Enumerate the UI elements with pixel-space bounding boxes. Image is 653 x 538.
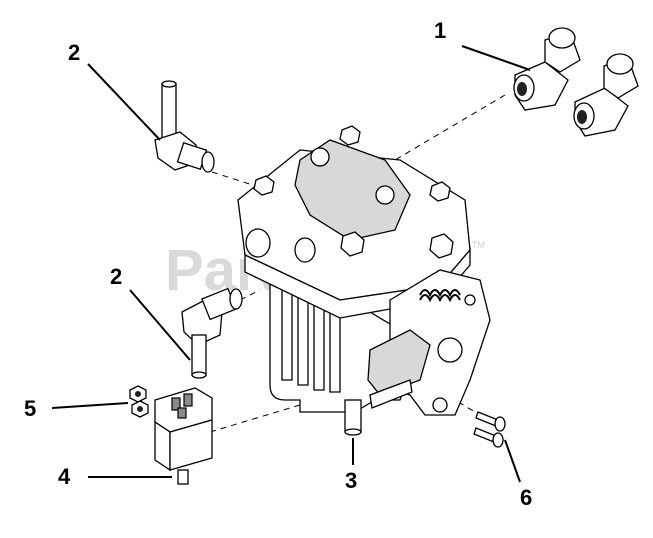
- callout-labels: 1 2 2 3 4 5 6: [24, 18, 532, 510]
- cooling-fins: [281, 281, 341, 393]
- assembly-line-fitting-1: [394, 94, 506, 161]
- callout-6: 6: [520, 485, 532, 510]
- side-port-mid: [294, 237, 316, 263]
- governor-linkage: [367, 269, 491, 416]
- solenoid-switch-4: [154, 387, 213, 485]
- barbed-fitting-2b: [181, 287, 243, 379]
- assembly-line-fitting-2a: [211, 171, 263, 189]
- cover-screw-right: [375, 185, 395, 205]
- linkage-plate: [367, 329, 431, 396]
- leader-6: [504, 439, 521, 483]
- watermark-tm: TM: [472, 240, 485, 250]
- assembly-lines: [209, 94, 506, 433]
- leader-5: [51, 402, 129, 409]
- leader-2a: [87, 63, 161, 141]
- callout-2-lower: 2: [110, 264, 122, 289]
- governor-spring: [419, 289, 461, 303]
- callout-4: 4: [58, 464, 71, 489]
- callout-5: 5: [24, 396, 36, 421]
- elbow-fitting-1b: [573, 53, 639, 137]
- leader-1: [461, 45, 531, 71]
- screws-6: [473, 411, 506, 448]
- callout-2-top: 2: [68, 40, 80, 65]
- nuts-5: [129, 385, 149, 418]
- assembly-line-screws: [429, 384, 481, 416]
- callout-1: 1: [434, 18, 446, 43]
- leader-2b: [129, 289, 191, 361]
- side-port-left: [245, 228, 271, 258]
- linkage-pivot: [437, 337, 463, 363]
- elbow-fitting-1a: [513, 27, 581, 111]
- mounting-stud-3: [344, 399, 362, 433]
- assembly-line-fitting-2b: [239, 289, 261, 301]
- corner-bolts: [253, 125, 454, 259]
- assembly-line-switch: [209, 404, 301, 433]
- cover-screw-top: [310, 147, 330, 167]
- callout-3: 3: [345, 468, 357, 493]
- leader-lines: [51, 45, 531, 483]
- barbed-fitting-2a: [154, 80, 215, 173]
- linkage-mount-hole: [432, 397, 448, 413]
